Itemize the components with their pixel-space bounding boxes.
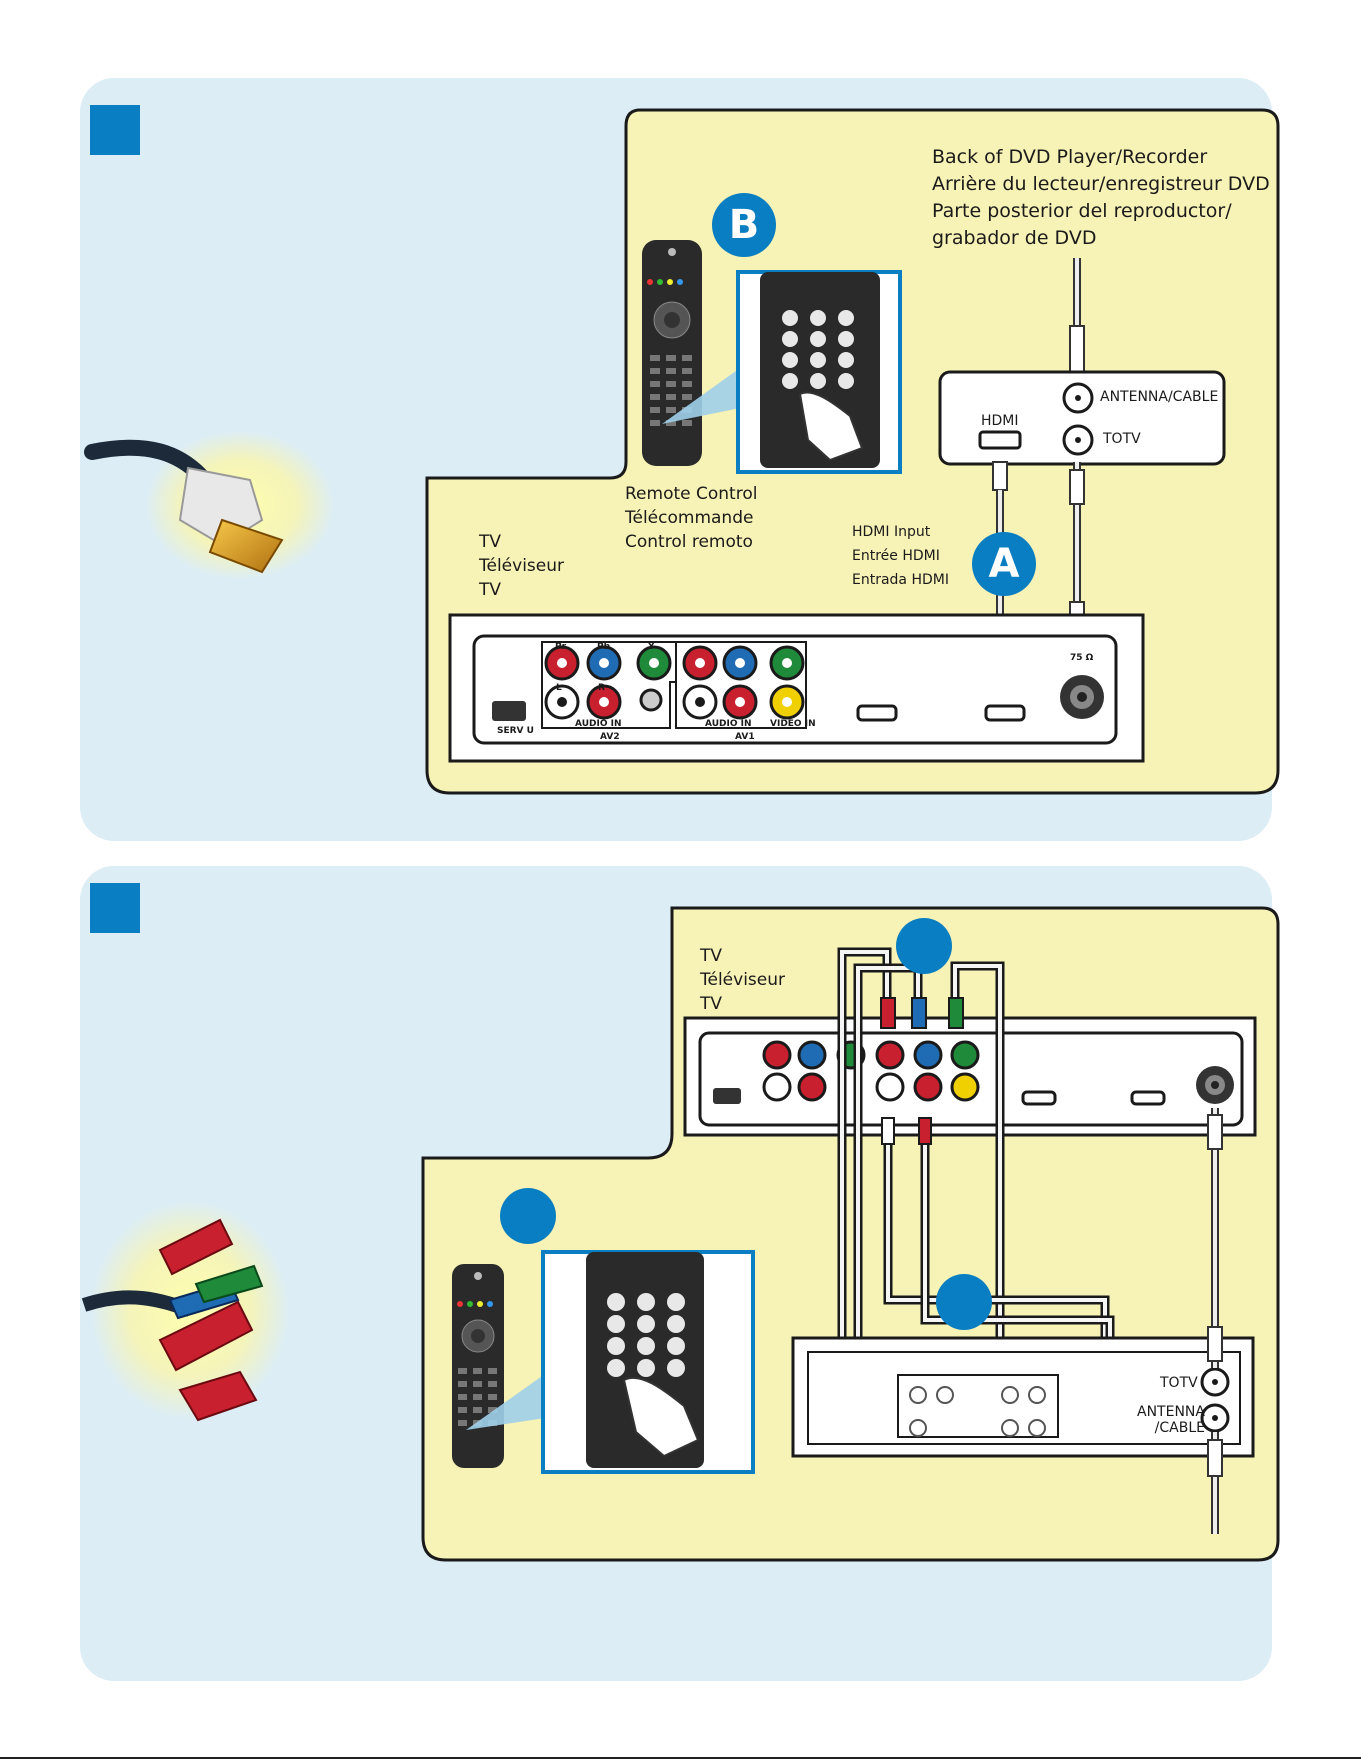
jack-label-y: Y (647, 642, 655, 652)
dvd2-port-antenna-label: ANTENNA /CABLE (1137, 1404, 1205, 1436)
step-number-box (90, 883, 140, 933)
tv-label-1: TV Téléviseur TV (479, 530, 564, 602)
rca-cable-icon (81, 1200, 290, 1422)
step-number-box (90, 105, 140, 155)
tv-label-en: TV (700, 946, 723, 966)
hdmi-input-label-fr: Entrée HDMI (852, 548, 940, 564)
remote-closeup-icon (541, 1250, 755, 1474)
dvd-back-panel (938, 258, 1226, 466)
dvd2-port-antenna-line2: /CABLE (1154, 1420, 1205, 1436)
dvd-back-label-es-2: grabador de DVD (932, 227, 1097, 249)
dvd-port-hdmi-label: HDMI (981, 413, 1019, 429)
hdmi-input-label-en: HDMI Input (852, 524, 931, 540)
ohm-label: 75 Ω (1070, 653, 1094, 663)
page-bottom-rule (0, 1757, 1361, 1759)
tv-label-fr: Téléviseur (700, 970, 785, 990)
tv-label-fr: Téléviseur (479, 556, 564, 576)
dvd-back-label-en: Back of DVD Player/Recorder (932, 146, 1208, 168)
tv-label-es: TV (479, 580, 502, 600)
audio-in-label: AUDIO IN (575, 719, 621, 729)
tv-label-en: TV (479, 532, 502, 552)
coax-cable-2 (1207, 1108, 1223, 1534)
jack-label-pr: Pr (555, 642, 567, 652)
badge-b: B (712, 193, 776, 257)
dvd-back-label-fr: Arrière du lecteur/enregistreur DVD (932, 173, 1270, 195)
dvd-rear-panel-2 (791, 1336, 1255, 1458)
av2-label: AV2 (600, 732, 620, 742)
tv-label-es: TV (700, 994, 723, 1014)
hdmi-cable-icon (84, 430, 335, 580)
badge-c-2 (500, 1188, 556, 1244)
jack-label-r: R (598, 683, 605, 693)
tv-rear-panel-2 (683, 1016, 1257, 1137)
jack-label-l: L (556, 683, 562, 693)
dvd2-port-totv-label: TOTV (1160, 1375, 1198, 1391)
jack-label-pb: Pb (597, 642, 611, 652)
av1-label: AV1 (735, 732, 755, 742)
dvd-back-label-es-1: Parte posterior del reproductor/ (932, 200, 1232, 222)
remote-label-en: Remote Control (625, 484, 758, 504)
serv-u-label: SERV U (497, 726, 534, 736)
remote-label: Remote Control Télécommande Control remo… (625, 482, 757, 554)
dvd-port-antenna-label: ANTENNA/CABLE (1100, 389, 1219, 405)
remote-label-es: Control remoto (625, 532, 753, 552)
dvd2-port-antenna-line1: ANTENNA (1137, 1404, 1205, 1420)
remote-label-fr: Télécommande (625, 508, 754, 528)
hdmi-input-label: HDMI Input Entrée HDMI Entrada HDMI (852, 520, 949, 592)
badge-a: A (972, 532, 1036, 596)
dvd-back-label: Back of DVD Player/Recorder Arrière du l… (932, 144, 1270, 252)
remote-closeup-icon (736, 270, 902, 474)
tv-rear-panel-1: Pr Pb Y L R AUDIO IN AV2 AUDIO IN VIDEO … (448, 613, 1145, 763)
video-in-label: VIDEO IN (770, 719, 816, 729)
hdmi-input-label-es: Entrada HDMI (852, 572, 949, 588)
remote-control-icon (452, 1264, 545, 1468)
audio-in-label: AUDIO IN (705, 719, 751, 729)
badge-b-2 (936, 1274, 992, 1330)
tv-label-2: TV Téléviseur TV (700, 944, 785, 1016)
badge-a-2 (896, 918, 952, 974)
remote-control-icon (642, 240, 740, 466)
dvd-port-totv-label: TOTV (1103, 431, 1141, 447)
